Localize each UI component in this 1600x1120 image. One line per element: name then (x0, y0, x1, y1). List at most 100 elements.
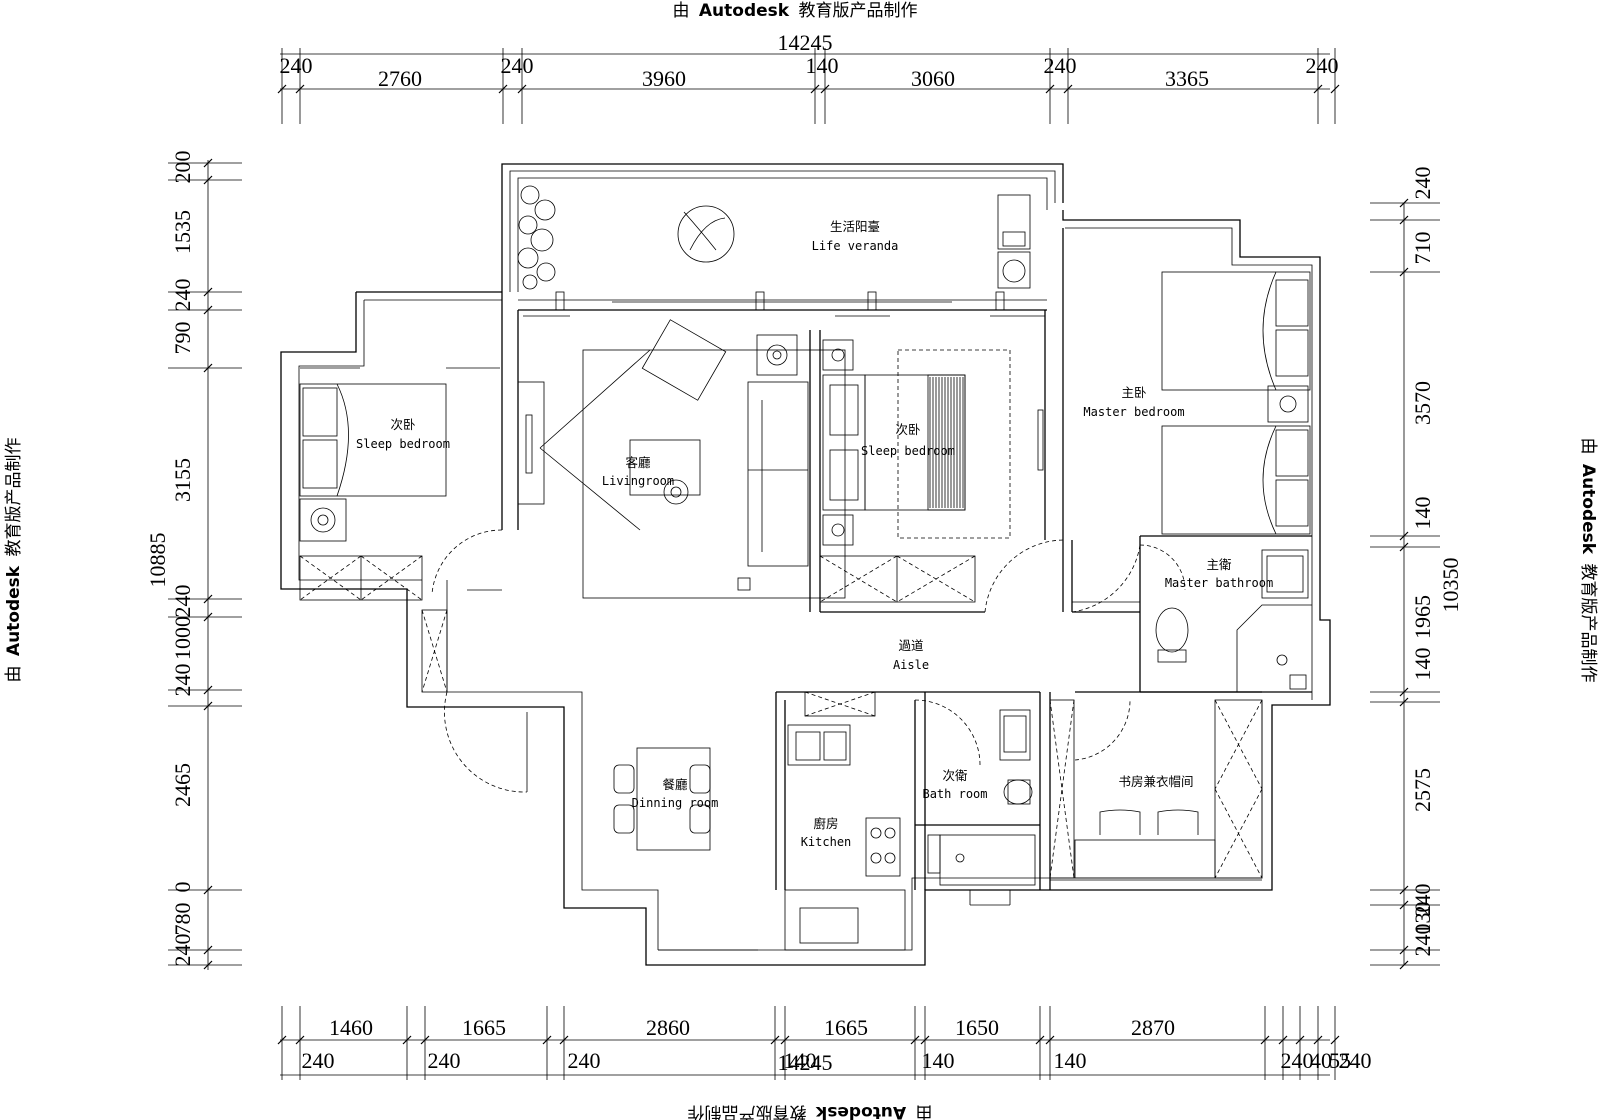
dining-table (636, 747, 711, 851)
dim-bottom-l4: 140 (784, 1048, 817, 1073)
watermark-top: 由 Autodesk 教育版产品制作 (672, 1, 917, 21)
toilet (1155, 607, 1189, 653)
dimension-tick (1399, 960, 1409, 970)
dim-bottom-l6: 140 (1054, 1048, 1087, 1073)
dim-bottom-total: 14245 (778, 1050, 833, 1075)
dim-left-5: 3155 (170, 458, 195, 502)
dimension-tick (1399, 697, 1409, 707)
bed (864, 374, 966, 511)
dimension-tick (1313, 1035, 1323, 1045)
dim-bottom-l3: 240 (568, 1048, 601, 1073)
watermark-brand: Autodesk (699, 1, 790, 21)
dim-right-4: 140 (1410, 497, 1435, 530)
dim-bottom-u2: 1665 (462, 1015, 506, 1040)
dim-bottom-l10: 240 (1339, 1048, 1372, 1073)
dim-top-9: 240 (1306, 53, 1339, 78)
plant-icon (517, 185, 556, 290)
dimension-tick (1399, 885, 1409, 895)
dim-top-8: 3365 (1165, 66, 1209, 91)
watermark-prefix: 由 (1578, 437, 1598, 454)
wardrobe (1214, 699, 1263, 879)
dim-top-4: 3960 (642, 66, 686, 91)
room-label-cn: 主衛 (1206, 557, 1232, 572)
dim-left-6: 240 (170, 585, 195, 618)
dimension-tick (1278, 1035, 1288, 1045)
watermark-right: 由 Autodesk 教育版产品制作 (1578, 437, 1598, 682)
dimension-tick (295, 1035, 305, 1045)
dimension-tick (203, 960, 213, 970)
dim-right-6: 140 (1410, 648, 1435, 681)
dimension-tick (1063, 84, 1073, 94)
watermark-brand: Autodesk (815, 1102, 906, 1120)
dim-right-3: 3570 (1410, 381, 1435, 425)
watermark-left: 由 Autodesk 教育版产品制作 (4, 437, 24, 682)
room-label-cn: 次卧 (895, 422, 920, 437)
dim-right-8: 240 (1410, 884, 1435, 917)
dim-top-2: 2760 (378, 66, 422, 91)
dimension-tick (402, 1035, 412, 1045)
dim-top-total: 14245 (778, 30, 833, 55)
armchair (641, 319, 727, 401)
dim-bottom-u6: 2870 (1131, 1015, 1175, 1040)
dimension-tick (498, 84, 508, 94)
furniture (299, 185, 1312, 951)
dim-right-10: 240 (1410, 924, 1435, 957)
room-label-en: Livingroom (602, 474, 674, 488)
sofa (747, 381, 809, 567)
dim-left-9: 2465 (170, 763, 195, 807)
wardrobe (819, 555, 976, 603)
dimension-tick (203, 158, 213, 168)
dimension-tick (542, 1035, 552, 1045)
dimension-left: 10885 200 1535 240 790 3155 240 1000 240… (145, 151, 242, 970)
room-label-en: Master bathroom (1165, 576, 1273, 590)
room-label-cn: 過道 (898, 638, 924, 653)
dim-bottom-l9: 55 (1329, 1048, 1351, 1073)
room-label-en: Life veranda (812, 239, 899, 253)
dimension-tick (780, 1035, 790, 1045)
room-label-cn: 次衛 (942, 768, 968, 783)
room-label-en: Sleep bedroom (861, 444, 955, 458)
dim-bottom-l7: 240 (1281, 1048, 1314, 1073)
dimension-tick (1330, 1035, 1340, 1045)
watermark-bottom: 由 Autodesk 教育版产品制作 (687, 1102, 932, 1120)
coffee-table (629, 439, 701, 496)
laundry-sink (997, 194, 1031, 250)
round-table (677, 205, 735, 263)
dim-left-1: 200 (170, 151, 195, 184)
room-label-en: Aisle (893, 658, 929, 672)
dimension-tick (1313, 84, 1323, 94)
watermark-prefix: 由 (916, 1102, 933, 1120)
dimension-tick (1035, 1035, 1045, 1045)
watermark-brand: Autodesk (1578, 464, 1598, 555)
dim-bottom-l8: 40 (1310, 1048, 1332, 1073)
watermark-suffix: 教育版产品制作 (1578, 564, 1598, 683)
dimension-tick (277, 84, 287, 94)
dimension-tick (559, 1035, 569, 1045)
watermark-prefix: 由 (672, 1, 689, 21)
dim-bottom-l5: 140 (922, 1048, 955, 1073)
room-label-cn: 客廳 (625, 455, 651, 470)
bed (299, 383, 447, 497)
tv-cabinet (517, 381, 545, 505)
dimension-tick (1399, 687, 1409, 697)
washbasin (999, 709, 1031, 761)
walls (280, 163, 1331, 966)
dim-left-total: 10885 (145, 533, 170, 588)
dimension-tick (277, 1035, 287, 1045)
watermark-suffix: 教育版产品制作 (799, 1, 918, 21)
dimension-tick (295, 84, 305, 94)
desk (1074, 839, 1216, 879)
dimension-right: 10350 240 710 3570 140 1965 140 2575 240… (1370, 167, 1463, 970)
dim-left-7: 1000 (170, 616, 195, 660)
dimension-tick (1045, 84, 1055, 94)
dimension-tick (1399, 531, 1409, 541)
dim-right-total: 10350 (1438, 558, 1463, 613)
dim-left-12: 240 (170, 934, 195, 967)
dim-bottom-l2: 240 (428, 1048, 461, 1073)
dim-right-2: 710 (1410, 232, 1435, 265)
dim-right-1: 240 (1410, 167, 1435, 200)
dimension-tick (1330, 84, 1340, 94)
room-label-en: Bath room (922, 787, 987, 801)
watermark-brand: Autodesk (4, 565, 24, 656)
